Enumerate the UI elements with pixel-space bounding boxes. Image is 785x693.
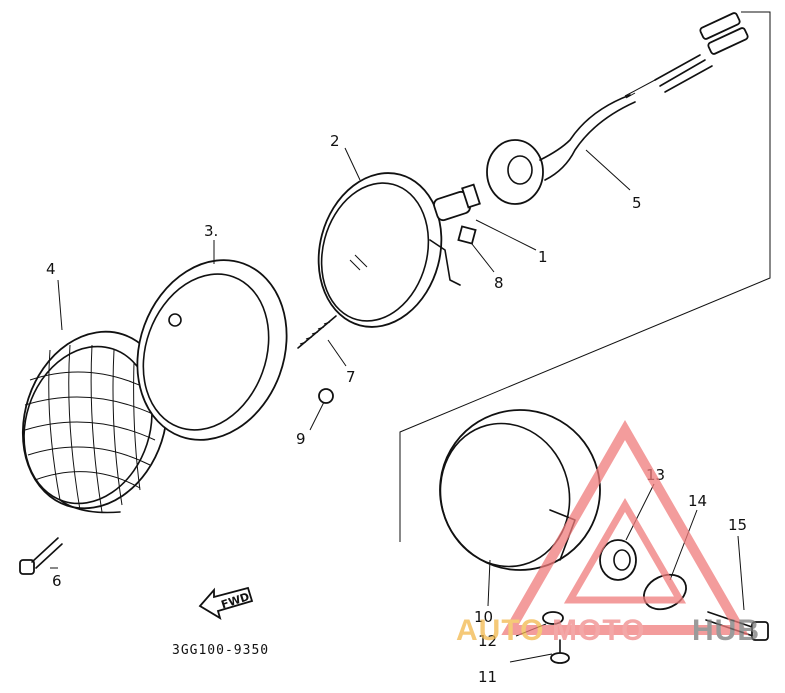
callout-8: 8 bbox=[494, 274, 504, 292]
part-8-nut bbox=[457, 225, 477, 245]
callout-9: 9 bbox=[296, 430, 306, 448]
part-6-bolt bbox=[19, 537, 63, 575]
automotohub-watermark: AUTO MOTO HUB bbox=[456, 419, 760, 647]
callout-14: 14 bbox=[688, 492, 707, 510]
part-4-grille-guard bbox=[21, 330, 169, 514]
part-12-washer bbox=[542, 611, 564, 625]
callout-15: 15 bbox=[728, 516, 747, 534]
warning-triangle-logo bbox=[501, 419, 749, 635]
part-11-screw bbox=[550, 639, 570, 664]
callout-7: 7 bbox=[346, 368, 356, 386]
callout-10: 10 bbox=[474, 608, 493, 626]
part-5-socket-harness bbox=[486, 12, 749, 205]
part-7-screw bbox=[297, 315, 337, 349]
part-13-grommet bbox=[599, 539, 637, 581]
part-2-lens-unit bbox=[317, 172, 461, 328]
part-3-rim bbox=[136, 259, 288, 441]
callout-2: 2 bbox=[330, 132, 340, 150]
part-9-nut bbox=[318, 388, 334, 404]
reference-code: 3GG100-9350 bbox=[172, 643, 269, 658]
callout-6: 6 bbox=[52, 572, 62, 590]
callout-11: 11 bbox=[478, 668, 497, 686]
callout-12: 12 bbox=[478, 632, 497, 650]
callout-3: 3. bbox=[204, 222, 218, 240]
watermark-hub: HUB bbox=[692, 614, 760, 647]
watermark-auto: AUTO bbox=[456, 614, 544, 647]
callout-labels: 1 2 3. 4 5 6 7 8 9 10 11 12 13 14 15 bbox=[46, 132, 747, 686]
fwd-arrow: FWD bbox=[198, 586, 254, 620]
callout-1: 1 bbox=[538, 248, 548, 266]
callout-4: 4 bbox=[46, 260, 56, 278]
part-1-bulb bbox=[433, 183, 481, 222]
leader-lines bbox=[50, 147, 745, 663]
watermark-moto: MOTO bbox=[552, 614, 645, 647]
callout-5: 5 bbox=[632, 194, 642, 212]
